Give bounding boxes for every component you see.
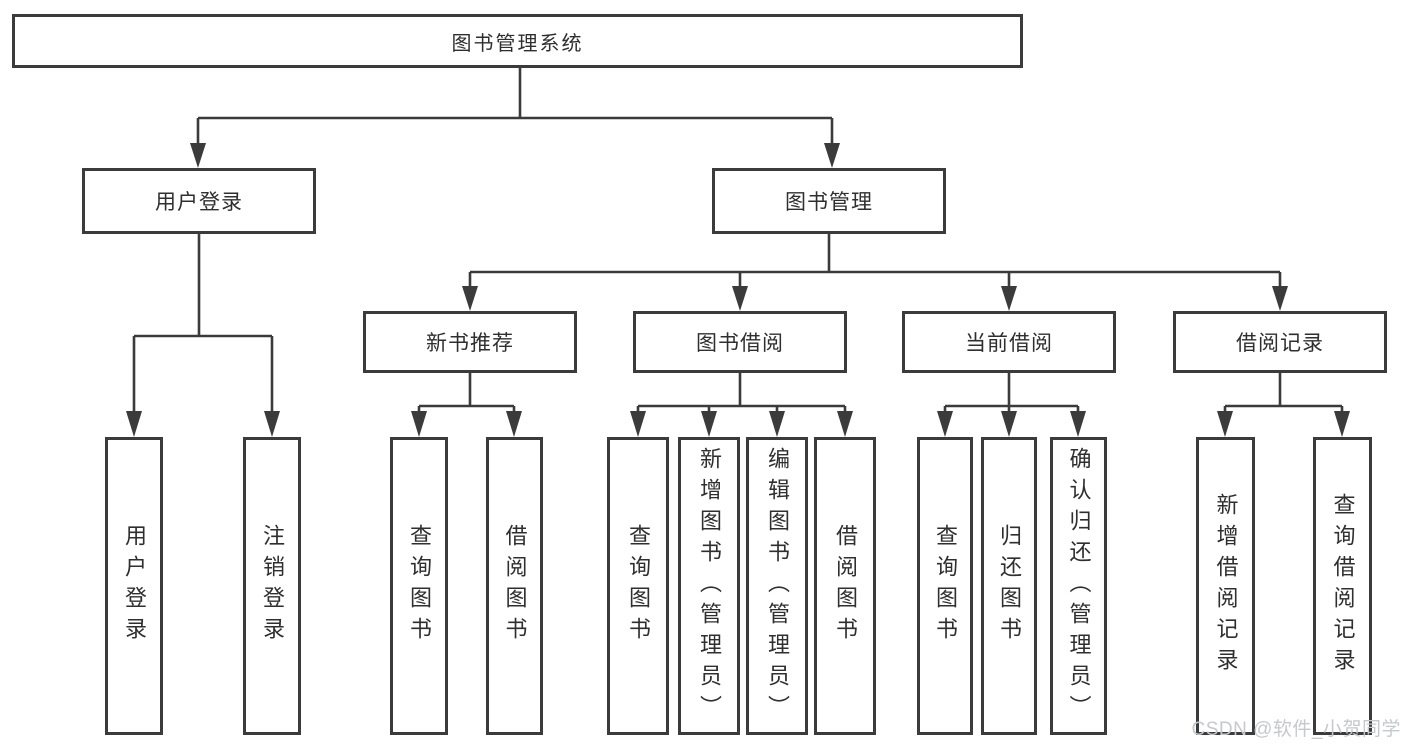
- leaf-add-borrow-record: 新增借阅记录: [1196, 437, 1255, 735]
- leaf-borrow-books: 借阅图书: [814, 437, 876, 735]
- leaf-query-books-recommend: 查询图书: [390, 437, 448, 735]
- node-borrow-records: 借阅记录: [1173, 311, 1387, 373]
- leaf-label: 借阅图书: [502, 524, 528, 648]
- leaf-label: 借阅图书: [833, 524, 858, 648]
- leaf-label: 编辑图书（管理员）: [765, 446, 790, 726]
- leaf-query-books-current: 查询图书: [917, 437, 973, 735]
- node-current-borrow: 当前借阅: [902, 311, 1116, 373]
- node-book-management: 图书管理: [712, 168, 946, 234]
- leaf-add-books-admin: 新增图书（管理员）: [678, 437, 740, 735]
- leaf-label: 查询图书: [626, 524, 651, 648]
- leaf-logout-login: 注销登录: [243, 437, 301, 735]
- leaf-label: 归还图书: [997, 524, 1022, 648]
- leaf-label: 确认归还（管理员）: [1066, 446, 1092, 726]
- node-new-book-recommend: 新书推荐: [363, 311, 577, 373]
- leaf-edit-books-admin: 编辑图书（管理员）: [746, 437, 808, 735]
- leaf-return-books: 归还图书: [981, 437, 1037, 735]
- node-book-borrow: 图书借阅: [633, 311, 847, 373]
- leaf-label: 查询图书: [933, 524, 958, 648]
- leaf-label: 查询图书: [407, 524, 432, 648]
- leaf-confirm-return-admin: 确认归还（管理员）: [1050, 437, 1107, 735]
- leaf-label: 新增图书（管理员）: [697, 446, 722, 726]
- leaf-query-books-borrow: 查询图书: [607, 437, 669, 735]
- leaf-label: 新增借阅记录: [1213, 493, 1239, 679]
- leaf-label: 查询借阅记录: [1330, 493, 1356, 679]
- leaf-label: 注销登录: [260, 524, 285, 648]
- node-root: 图书管理系统: [12, 14, 1023, 68]
- leaf-query-borrow-record: 查询借阅记录: [1313, 437, 1372, 735]
- leaf-borrow-books-recommend: 借阅图书: [486, 437, 543, 735]
- csdn-watermark: CSDN @软件_小贺同学: [1191, 719, 1401, 740]
- node-user-login: 用户登录: [82, 168, 316, 234]
- leaf-user-login: 用户登录: [105, 437, 163, 735]
- leaf-label: 用户登录: [122, 524, 147, 648]
